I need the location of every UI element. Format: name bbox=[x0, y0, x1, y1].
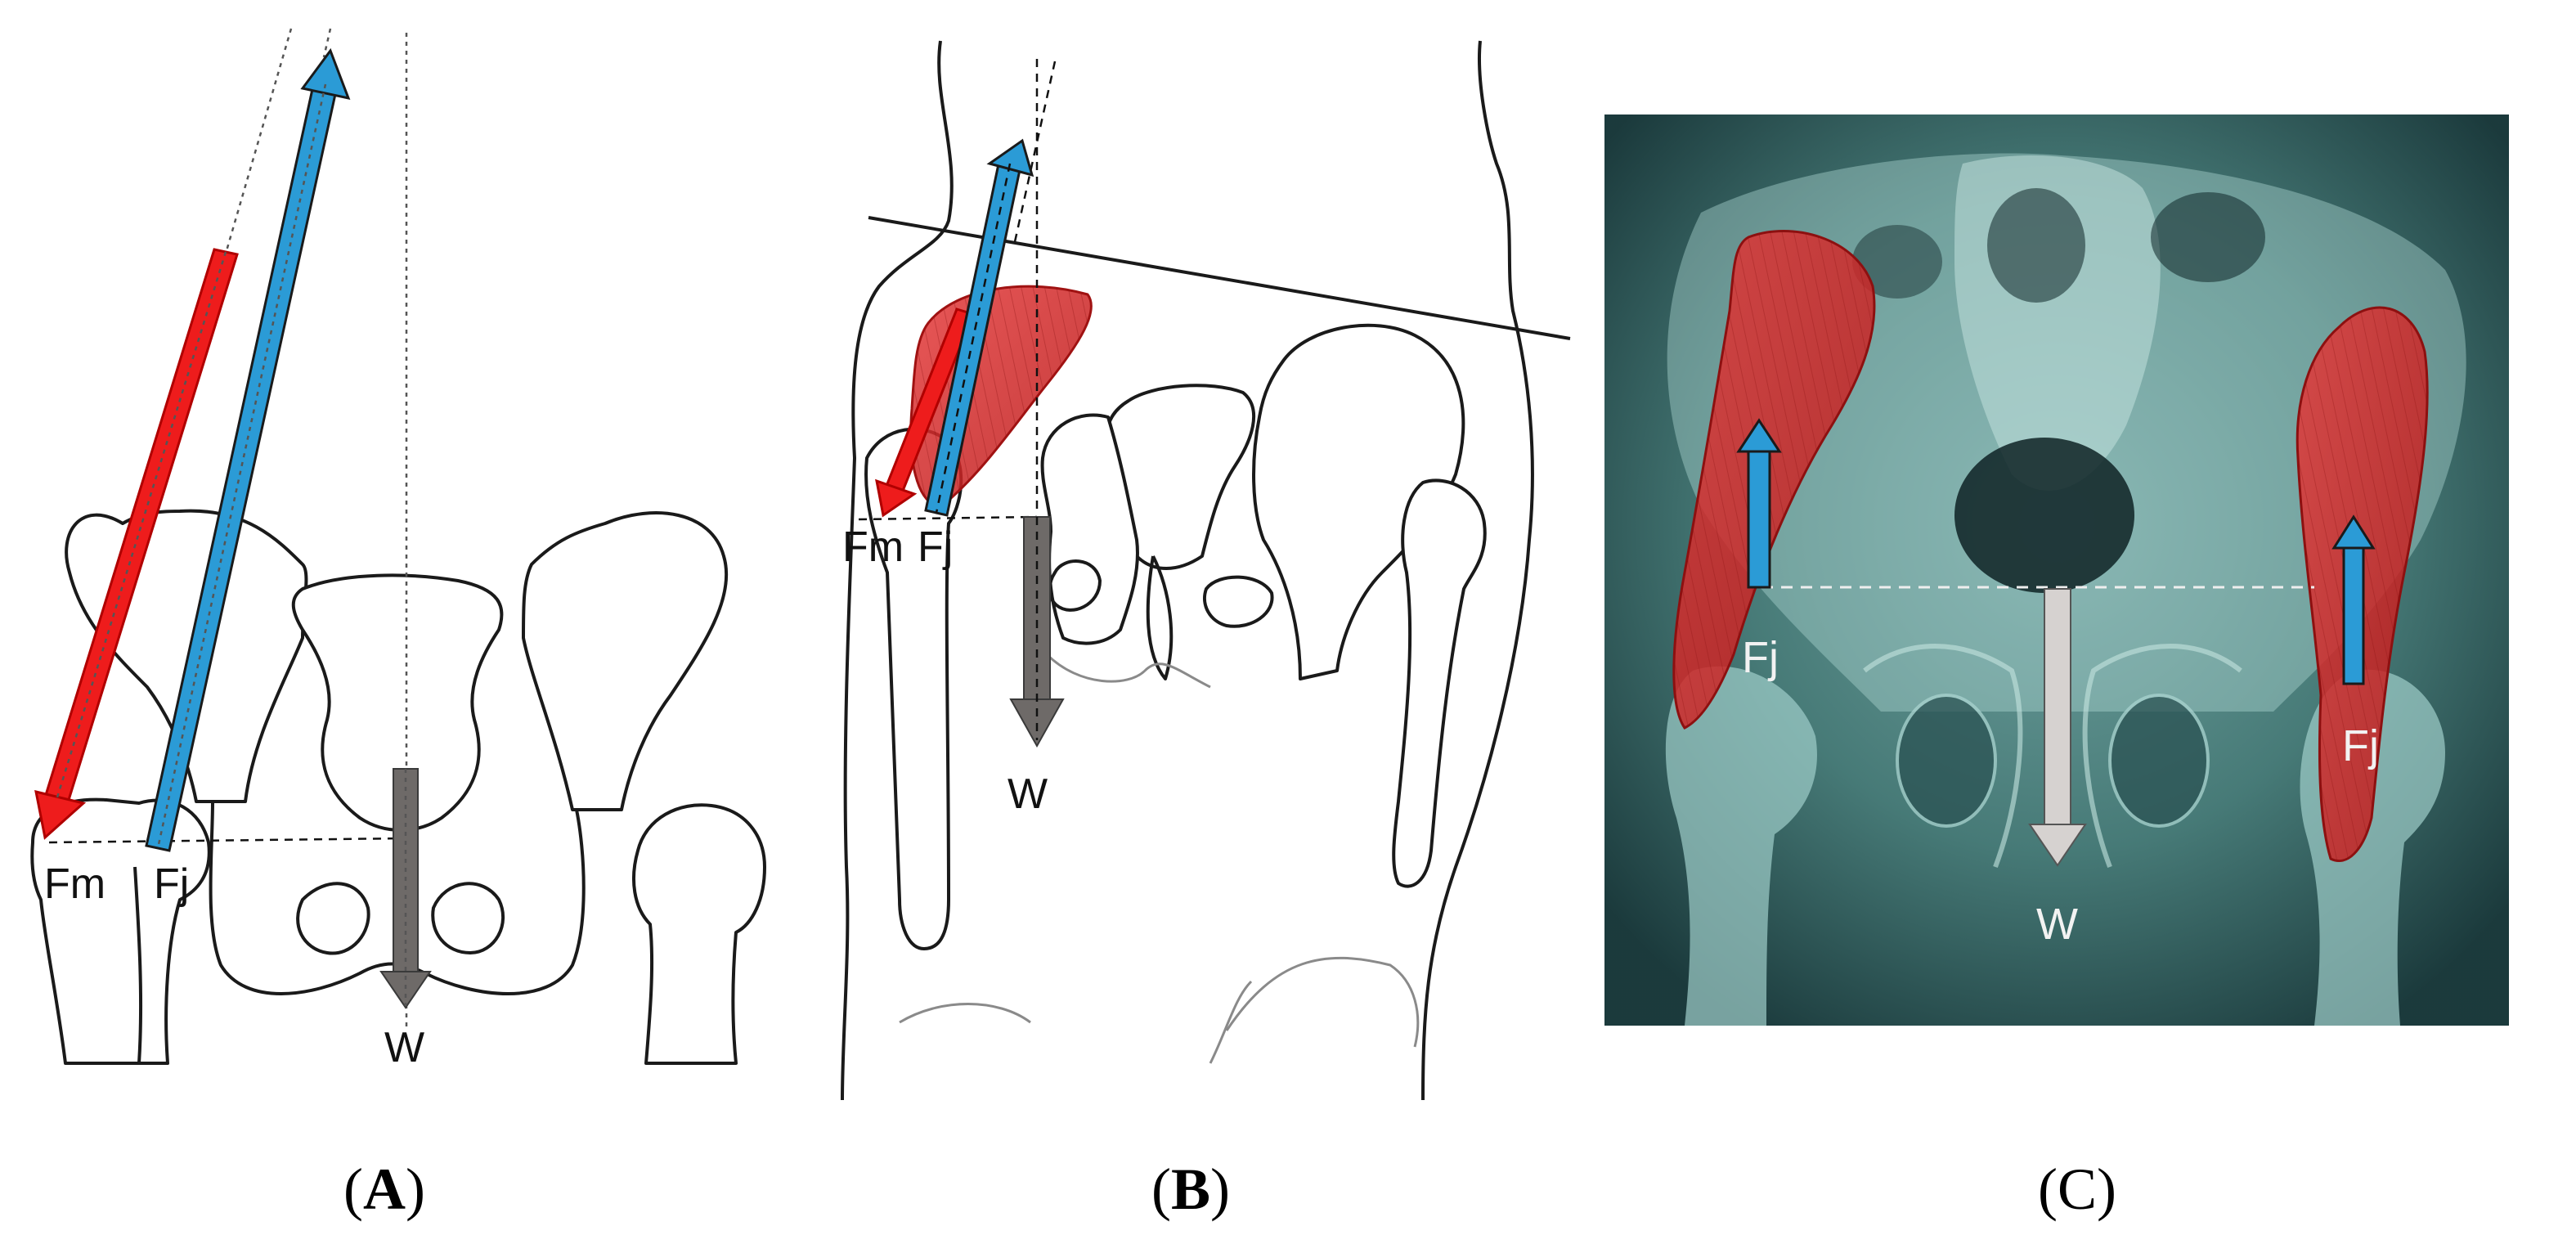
gray-arrow-icon bbox=[2028, 824, 2087, 867]
panel-a: Fm Fj W (A) bbox=[30, 28, 766, 1222]
caption-a: (A) bbox=[343, 1156, 425, 1222]
gray-arrow-icon bbox=[379, 971, 432, 1009]
joint-force-arrow bbox=[145, 47, 351, 852]
blue-arrow-icon bbox=[2331, 514, 2376, 550]
label-w: W bbox=[1008, 770, 1048, 818]
weight-arrow bbox=[379, 768, 432, 1009]
panel-c: Fj Fj W (C) bbox=[1604, 115, 2509, 1222]
lever-arm-line bbox=[858, 515, 1038, 521]
blue-arrow-icon bbox=[1736, 418, 1782, 453]
lever-arm-line bbox=[48, 837, 407, 844]
panel-b: Fm Fj W (B) bbox=[841, 40, 1571, 1222]
muscle-line-extension bbox=[224, 28, 293, 254]
label-fj-left: Fj bbox=[1742, 633, 1779, 682]
blue-arrow-icon bbox=[300, 47, 351, 101]
body-outline-drawing bbox=[841, 40, 1571, 1101]
joint-line-extension bbox=[1012, 61, 1057, 246]
joint-force-arrow bbox=[924, 138, 1034, 517]
label-fm: Fm bbox=[44, 860, 105, 908]
pelvis-drawing bbox=[30, 509, 766, 1065]
caption-b: (B) bbox=[1151, 1156, 1230, 1222]
caption-c: (C) bbox=[2038, 1156, 2116, 1222]
label-fj: Fj bbox=[154, 860, 189, 908]
label-fm: Fm bbox=[842, 523, 904, 571]
label-w: W bbox=[384, 1024, 424, 1071]
label-fj: Fj bbox=[918, 523, 953, 571]
label-w: W bbox=[2036, 900, 2078, 949]
joint-force-arrow-left bbox=[1736, 418, 1782, 589]
weight-arrow bbox=[2028, 588, 2087, 867]
weight-arrow bbox=[1009, 516, 1065, 748]
blue-arrow-icon bbox=[986, 138, 1034, 177]
red-arrow-icon bbox=[34, 789, 87, 840]
red-arrow-icon bbox=[875, 478, 918, 518]
joint-force-arrow-right bbox=[2331, 514, 2376, 685]
muscle-force-arrow bbox=[34, 248, 239, 840]
label-fj-right: Fj bbox=[2342, 721, 2379, 770]
